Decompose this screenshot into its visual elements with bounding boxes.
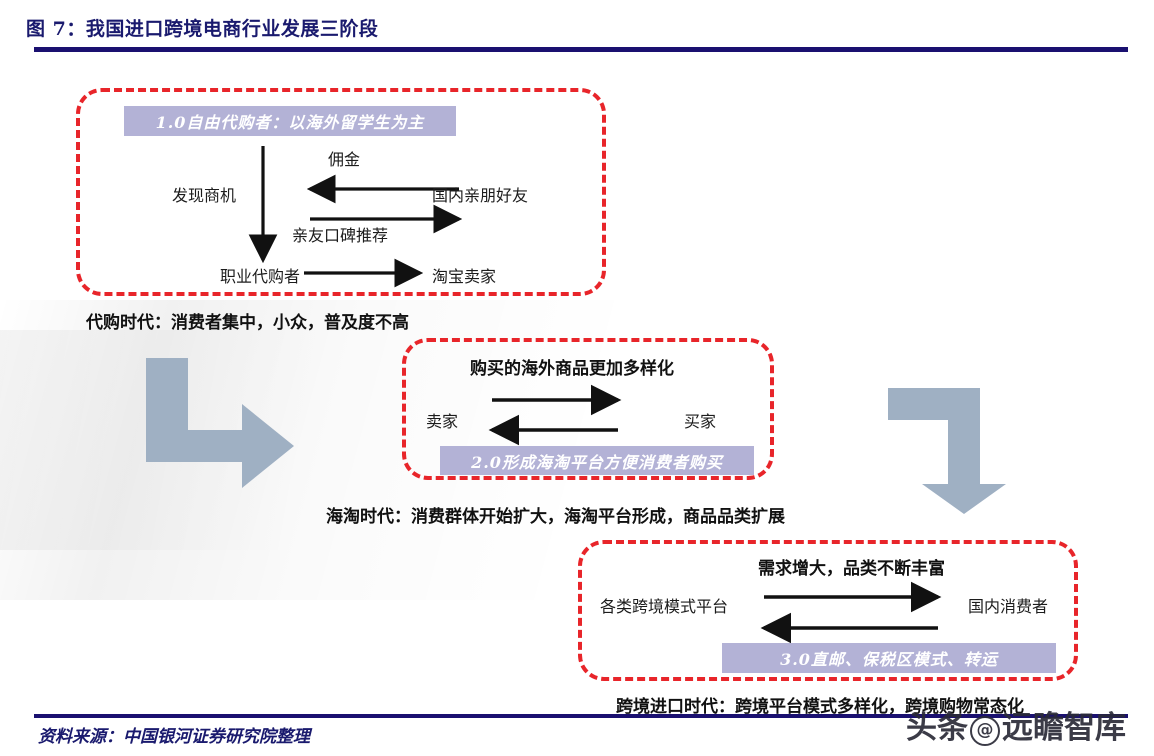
source-note: 资料来源：中国银河证券研究院整理 xyxy=(38,727,310,747)
flow-arrow-stage2-to-stage3 xyxy=(888,388,1006,514)
header-rule xyxy=(34,47,1128,52)
watermark-left-text: 头条 xyxy=(906,710,968,746)
stage-3-node-left: 各类跨境模式平台 xyxy=(600,597,729,616)
stage-1-arrows xyxy=(248,146,463,288)
stage-3-arrows xyxy=(760,581,942,644)
stage-1-node-right: 国内亲朋好友 xyxy=(432,186,529,205)
stage-3-heading: 需求增大，品类不断丰富 xyxy=(758,559,945,579)
stage-3-box xyxy=(578,540,1078,681)
copyright-icon: @ xyxy=(970,716,1000,746)
stage-3-banner: 3.0直邮、保税区模式、转运 xyxy=(722,643,1056,673)
stage-2-box xyxy=(402,338,774,480)
stage-2-banner: 2.0形成海淘平台方便消费者购买 xyxy=(440,446,754,475)
flow-arrow-stage1-to-stage2 xyxy=(146,358,294,488)
footer-rule xyxy=(34,714,1128,718)
stage-2-arrows xyxy=(488,384,622,446)
stage-1-edge-bottom: 亲友口碑推荐 xyxy=(292,226,389,245)
stage-2-caption: 海淘时代：消费群体开始扩大，海淘平台形成，商品品类扩展 xyxy=(326,507,785,527)
stage-2-heading: 购买的海外商品更加多样化 xyxy=(470,359,674,379)
stage-3-node-right: 国内消费者 xyxy=(968,597,1049,616)
stage-1-node-bottom-right: 淘宝卖家 xyxy=(432,267,497,286)
stage-1-edge-top: 佣金 xyxy=(328,150,361,169)
stage-1-banner: 1.0自由代购者：以海外留学生为主 xyxy=(124,106,456,136)
stage-1-caption: 代购时代：消费者集中，小众，普及度不高 xyxy=(86,313,409,333)
stage-2-node-right: 买家 xyxy=(684,412,717,431)
stage-3-caption: 跨境进口时代：跨境平台模式多样化，跨境购物常态化 xyxy=(616,697,1024,717)
stage-1-box xyxy=(76,88,606,296)
stage-2-node-left: 卖家 xyxy=(426,412,459,431)
watermark: 头条@远瞻智库 xyxy=(906,702,1126,747)
page-title: 图 7：我国进口跨境电商行业发展三阶段 xyxy=(26,18,379,40)
stage-1-node-bottom-left: 职业代购者 xyxy=(220,267,301,286)
stage-1-node-left: 发现商机 xyxy=(172,186,237,205)
watermark-right-text: 远瞻智库 xyxy=(1002,710,1126,746)
